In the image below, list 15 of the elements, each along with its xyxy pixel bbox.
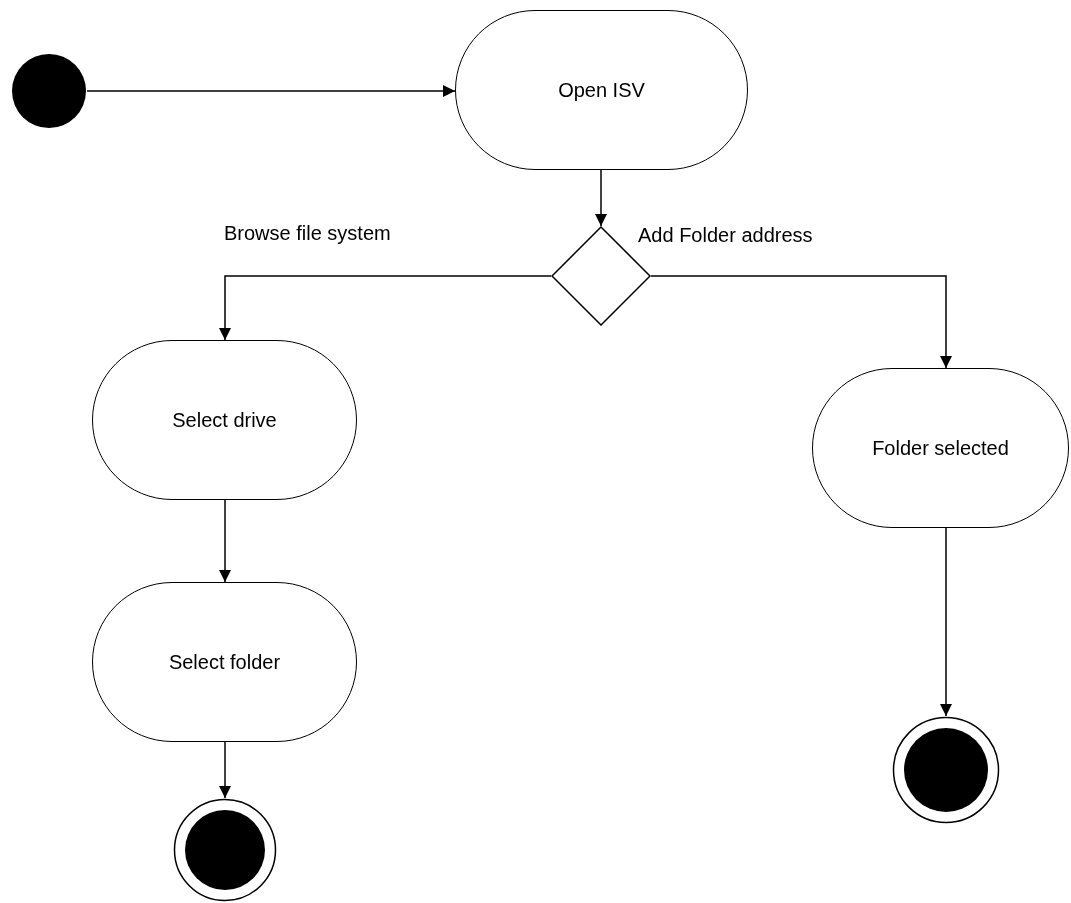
- activity-label: Select folder: [168, 650, 281, 674]
- arrow: [650, 275, 952, 369]
- arrow: [219, 741, 231, 799]
- end-node: [173, 798, 277, 902]
- activity-label: Select drive: [172, 408, 277, 432]
- start-node: [11, 53, 87, 129]
- activity-label: Open ISV: [558, 78, 645, 102]
- arrow: [595, 169, 607, 227]
- activity-label: Folder selected: [872, 436, 1009, 460]
- arrow: [940, 527, 952, 717]
- arrow: [86, 85, 456, 97]
- end-node: [892, 716, 1000, 824]
- edge-label: Browse file system: [222, 222, 393, 245]
- arrow: [219, 499, 231, 583]
- arrow: [219, 275, 552, 341]
